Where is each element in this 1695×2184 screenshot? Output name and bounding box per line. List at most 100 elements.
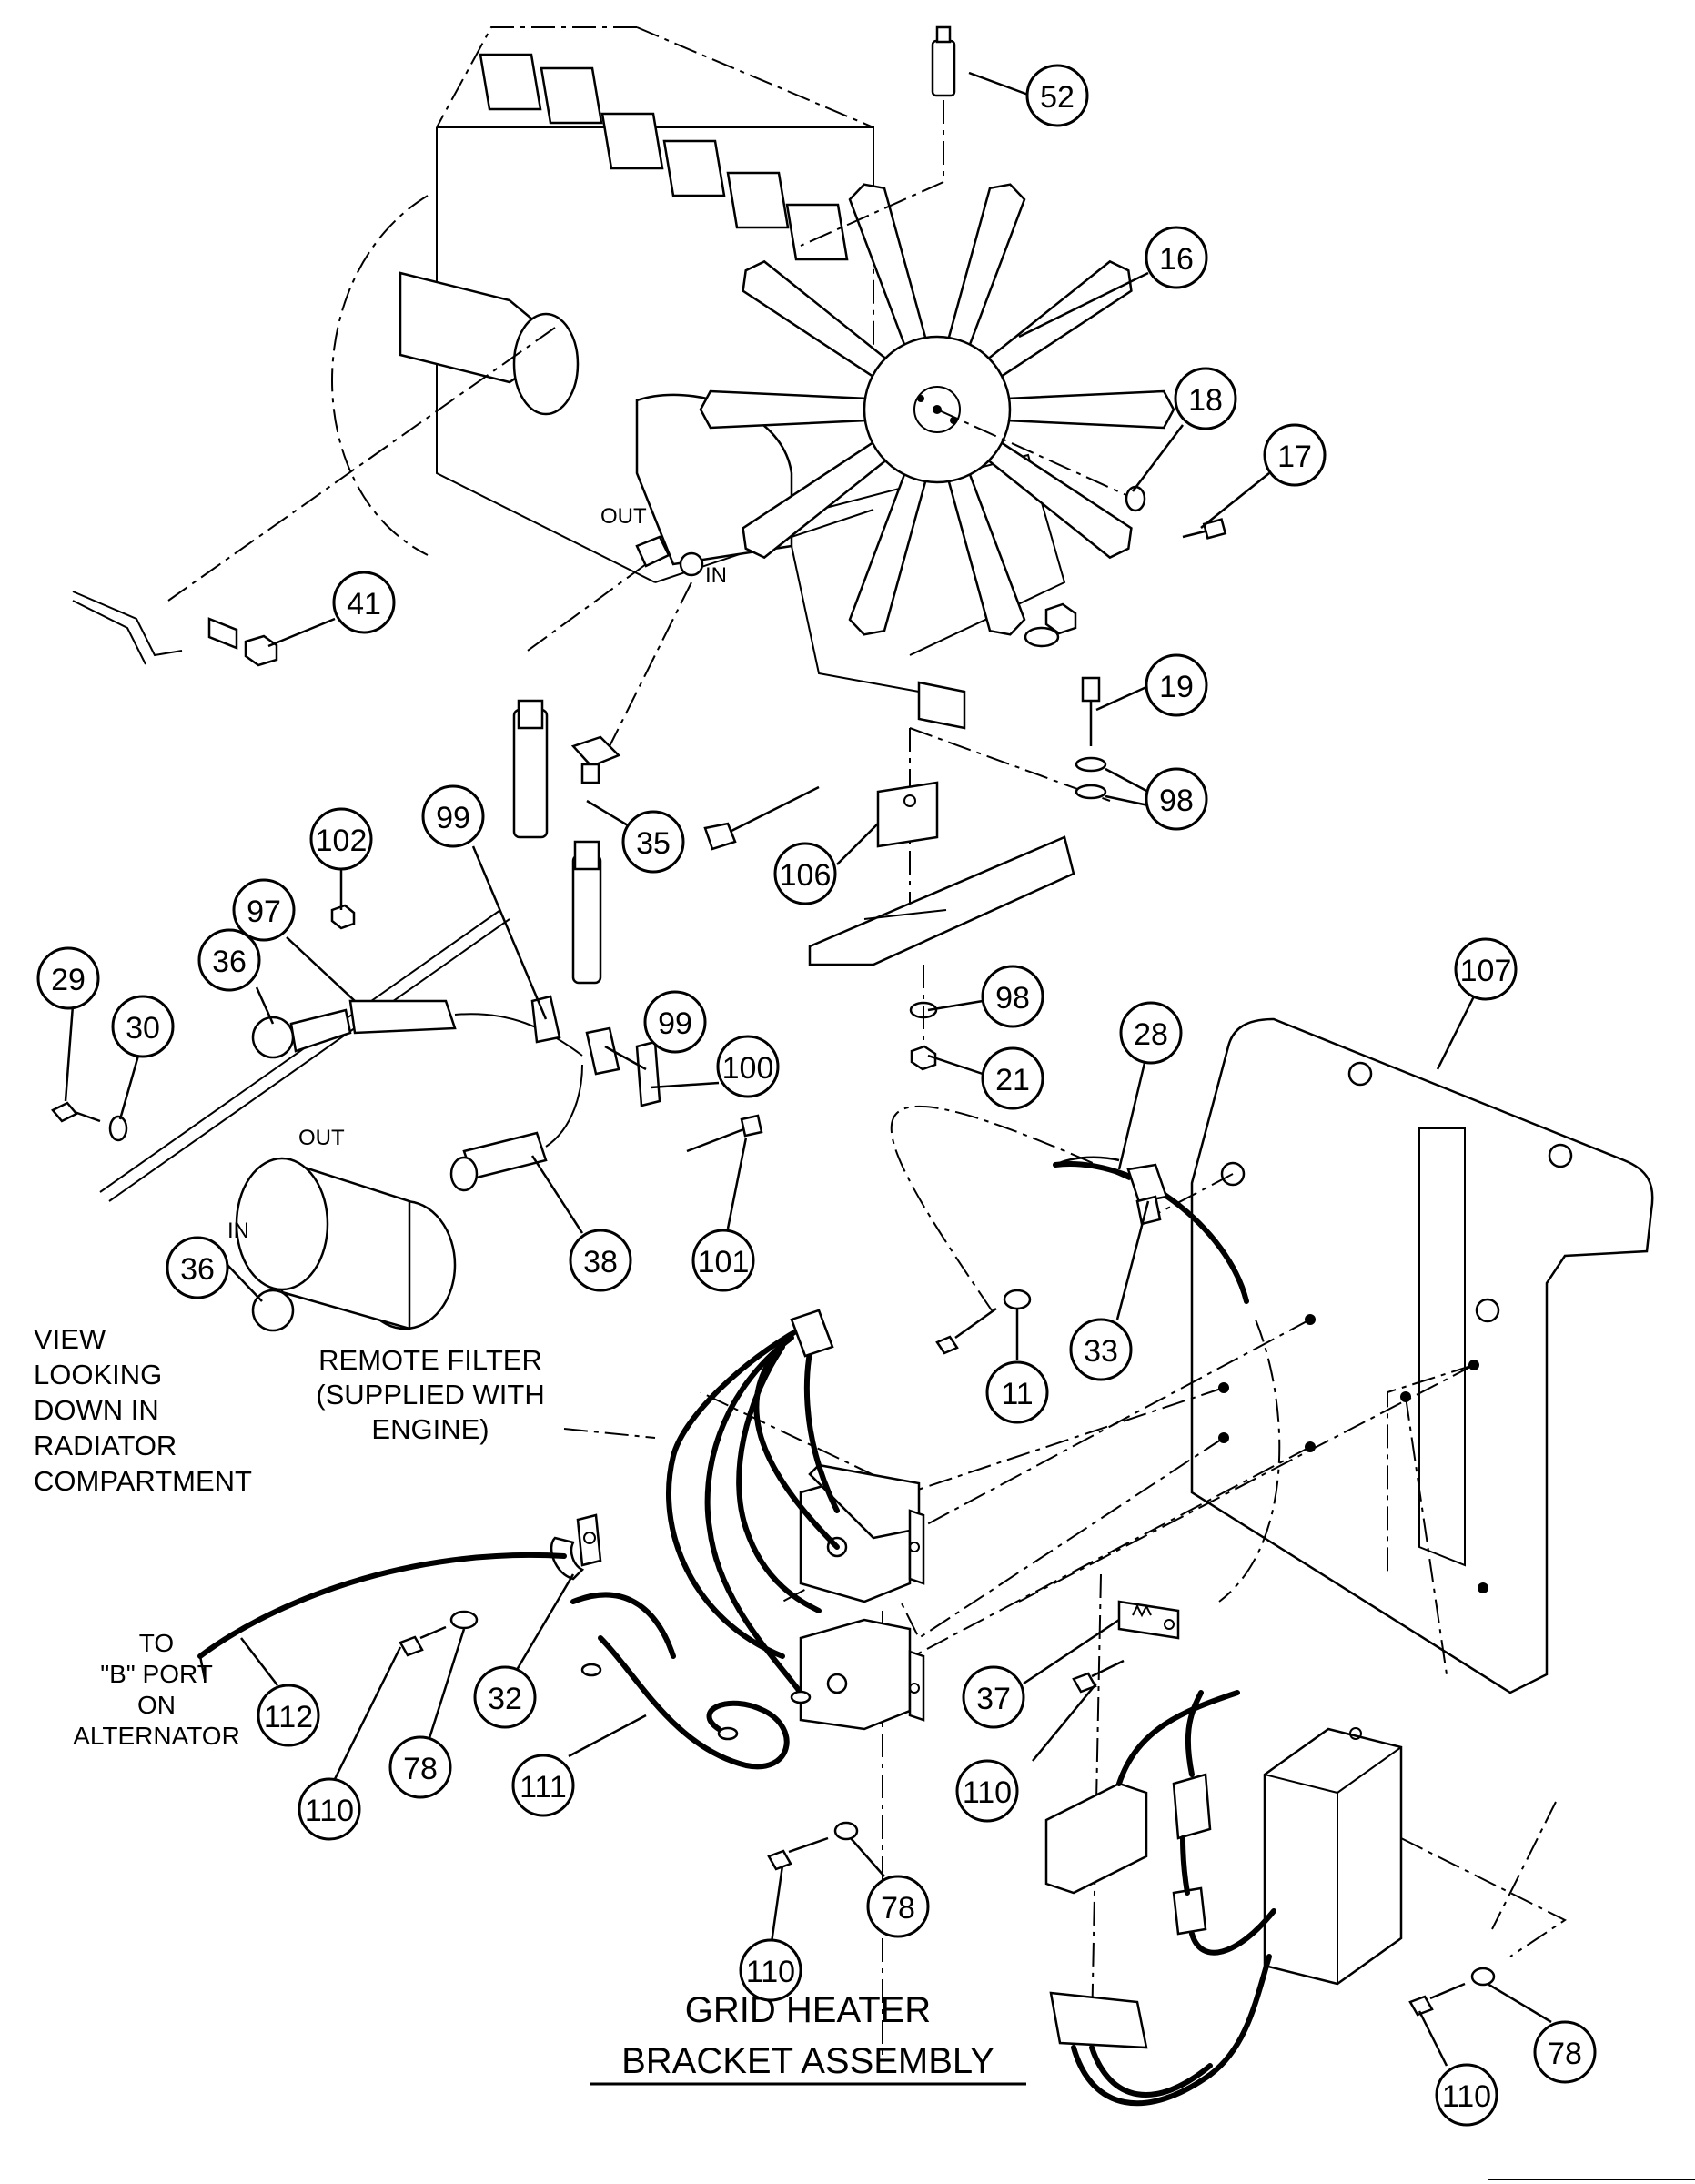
callout-111: 111 bbox=[511, 1754, 575, 1817]
fan-assembly bbox=[699, 183, 1175, 636]
hose-assembly-35 bbox=[512, 699, 621, 985]
callout-37: 37 bbox=[962, 1665, 1025, 1729]
remote-filter-note-line: (SUPPLIED WITH bbox=[316, 1379, 544, 1410]
callout-99-left: 99 bbox=[421, 784, 485, 848]
view-note-line: DOWN IN bbox=[34, 1394, 159, 1426]
callout-112: 112 bbox=[257, 1684, 320, 1747]
callout-110-center: 110 bbox=[739, 1938, 802, 2002]
callout-102: 102 bbox=[309, 807, 373, 871]
svg-text:28: 28 bbox=[1134, 1017, 1168, 1052]
line-part-41 bbox=[72, 591, 278, 667]
callout-30: 30 bbox=[111, 995, 175, 1058]
svg-text:35: 35 bbox=[636, 826, 671, 861]
svg-text:111: 111 bbox=[520, 1770, 567, 1805]
view-note-line: COMPARTMENT bbox=[34, 1465, 252, 1497]
assembly-title-line2: BRACKET ASSEMBLY bbox=[621, 2041, 994, 2081]
svg-text:102: 102 bbox=[316, 824, 368, 858]
svg-text:16: 16 bbox=[1159, 242, 1194, 277]
callouts: 52 16 18 17 41 19 98 35 106 98 21 99 102… bbox=[36, 64, 1597, 2127]
callout-78-right: 78 bbox=[1533, 2020, 1597, 2084]
view-note-line: RADIATOR bbox=[34, 1430, 177, 1461]
view-note-line: LOOKING bbox=[34, 1359, 162, 1390]
bolt-29 bbox=[51, 1101, 128, 1142]
fan-blade bbox=[1003, 389, 1175, 430]
callout-21: 21 bbox=[981, 1046, 1044, 1110]
svg-text:101: 101 bbox=[698, 1245, 750, 1279]
callout-11: 11 bbox=[985, 1360, 1049, 1424]
fan-blade bbox=[984, 439, 1133, 560]
view-note: VIEW LOOKING DOWN IN RADIATOR COMPARTMENT bbox=[34, 1323, 252, 1497]
port-label-in-filter: IN bbox=[227, 1218, 249, 1243]
callout-19: 19 bbox=[1145, 653, 1208, 717]
callout-110-mid: 110 bbox=[955, 1759, 1019, 1823]
svg-text:52: 52 bbox=[1040, 80, 1075, 115]
svg-text:98: 98 bbox=[1159, 784, 1194, 818]
alternator-note-line: ON bbox=[137, 1691, 176, 1719]
bolt-11 bbox=[935, 1289, 1032, 1355]
port-label-out-top: OUT bbox=[600, 504, 647, 529]
callout-97: 97 bbox=[232, 878, 296, 942]
sensor-part bbox=[800, 25, 956, 247]
bolt-110-center bbox=[767, 1821, 859, 1871]
controller-module bbox=[1263, 1727, 1403, 1986]
svg-text:110: 110 bbox=[963, 1775, 1012, 1810]
callout-98-top: 98 bbox=[1145, 767, 1208, 831]
callout-41: 41 bbox=[332, 571, 396, 634]
callout-38: 38 bbox=[569, 1228, 632, 1292]
remote-filter bbox=[99, 909, 583, 1332]
bolt-19 bbox=[1075, 676, 1107, 800]
fan-blade bbox=[699, 389, 872, 430]
svg-text:11: 11 bbox=[1001, 1377, 1033, 1411]
svg-text:110: 110 bbox=[1442, 2079, 1491, 2114]
fan-blade bbox=[984, 259, 1133, 380]
relay-solenoids bbox=[799, 1463, 925, 1731]
svg-text:99: 99 bbox=[436, 801, 470, 835]
remote-filter-note-line: ENGINE) bbox=[371, 1413, 489, 1445]
svg-text:112: 112 bbox=[264, 1700, 313, 1734]
callout-28: 28 bbox=[1119, 1001, 1183, 1065]
callout-leaders bbox=[64, 71, 1552, 2067]
svg-text:38: 38 bbox=[583, 1245, 618, 1279]
svg-text:110: 110 bbox=[305, 1794, 354, 1828]
engine-block bbox=[331, 26, 1066, 730]
svg-text:106: 106 bbox=[780, 858, 832, 893]
view-note-line: VIEW bbox=[34, 1323, 106, 1355]
svg-text:30: 30 bbox=[126, 1011, 160, 1046]
svg-text:33: 33 bbox=[1084, 1334, 1118, 1369]
svg-text:78: 78 bbox=[881, 1891, 915, 1926]
fan-blade bbox=[945, 469, 1026, 636]
remote-filter-note-line: REMOTE FILTER bbox=[318, 1344, 542, 1376]
svg-text:36: 36 bbox=[212, 945, 247, 979]
cable-bundle bbox=[666, 1309, 840, 1695]
svg-text:41: 41 bbox=[347, 587, 381, 622]
cable-111 bbox=[570, 1592, 812, 1770]
svg-text:107: 107 bbox=[1460, 954, 1512, 988]
callout-29: 29 bbox=[36, 946, 100, 1010]
svg-text:36: 36 bbox=[180, 1252, 215, 1287]
fan-blade bbox=[945, 183, 1026, 350]
callout-36-bottom: 36 bbox=[166, 1236, 229, 1299]
callout-107: 107 bbox=[1454, 937, 1518, 1001]
wire-112 bbox=[197, 1552, 567, 1680]
port-label-out-filter: OUT bbox=[298, 1126, 345, 1150]
bolt-17 bbox=[1125, 485, 1227, 540]
svg-text:98: 98 bbox=[995, 981, 1030, 1016]
engine-fittings bbox=[635, 535, 704, 577]
alternator-note-line: "B" PORT bbox=[100, 1660, 213, 1688]
svg-text:110: 110 bbox=[746, 1955, 795, 1989]
svg-text:19: 19 bbox=[1159, 670, 1194, 704]
callout-33: 33 bbox=[1069, 1318, 1133, 1381]
callout-110-left: 110 bbox=[298, 1777, 361, 1841]
bolt-110-left bbox=[399, 1610, 479, 1657]
svg-text:100: 100 bbox=[722, 1051, 774, 1086]
connectors bbox=[1044, 1690, 1276, 2107]
callout-35: 35 bbox=[621, 810, 685, 874]
callout-106: 106 bbox=[773, 842, 837, 905]
callout-36-top: 36 bbox=[197, 928, 261, 992]
svg-text:37: 37 bbox=[976, 1682, 1011, 1716]
fan-blade bbox=[848, 183, 929, 350]
callout-78-center: 78 bbox=[866, 1875, 930, 1938]
bolt-110-right bbox=[1408, 1967, 1496, 2017]
